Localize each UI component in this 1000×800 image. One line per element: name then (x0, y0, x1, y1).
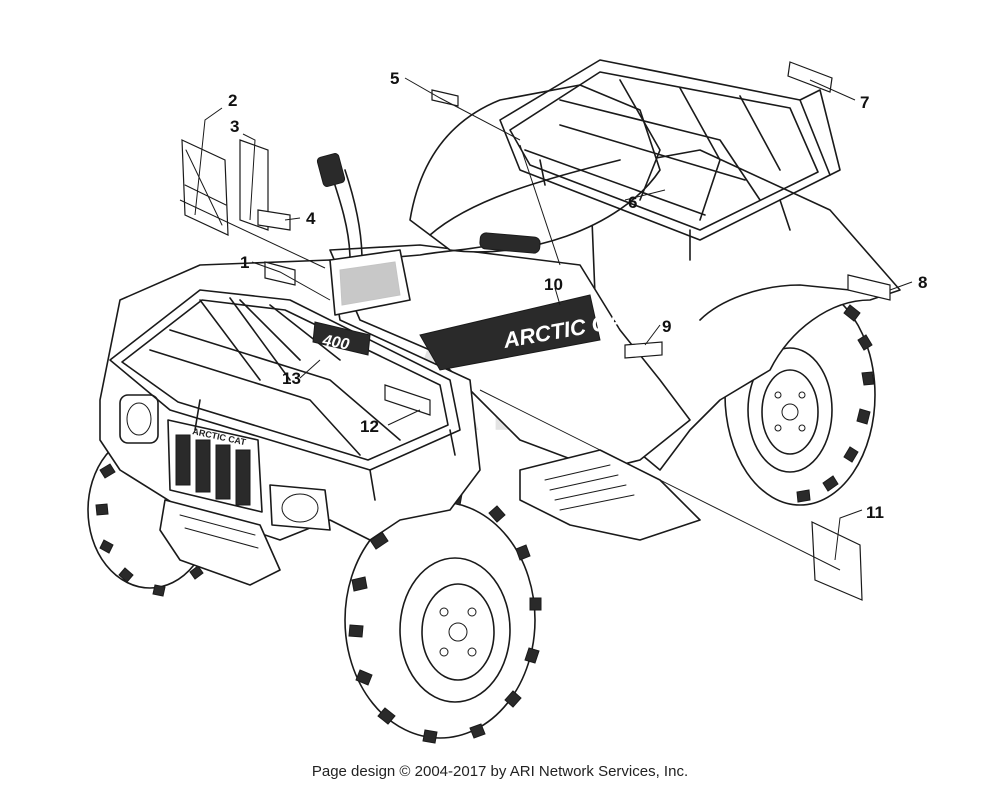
callout-4: 4 (306, 209, 316, 228)
decal-9-shape (624, 341, 663, 359)
decal-8-shape (847, 274, 891, 301)
headlight-right (269, 484, 331, 531)
handlebar (316, 153, 541, 316)
front-grille: ARCTIC CAT (167, 419, 263, 513)
callout-6: 6 (628, 193, 637, 212)
leader-lines (179, 77, 913, 571)
callout-5: 5 (390, 69, 399, 88)
decal-2-shape (181, 139, 229, 236)
copyright-footer: Page design © 2004-2017 by ARI Network S… (311, 763, 689, 780)
model-400-text: 400 (320, 332, 350, 354)
callout-11: 11 (866, 503, 884, 522)
model-400-badge: 400 (312, 321, 371, 356)
callout-8: 8 (918, 273, 927, 292)
decal-3-shape (239, 139, 269, 231)
decal-1-shape (264, 261, 296, 286)
rear-rack (499, 59, 841, 261)
callout-13: 13 (282, 369, 301, 388)
callout-9: 9 (662, 317, 671, 336)
callout-12: 12 (360, 417, 379, 436)
decal-7-shape (787, 61, 833, 93)
front-rack (109, 289, 461, 501)
decal-12-shape (384, 384, 431, 416)
front-bumper (159, 499, 281, 586)
decal-11-shape (811, 521, 863, 601)
callout-10: 10 (544, 275, 563, 294)
decal-4-shape (257, 209, 291, 231)
callout-3: 3 (230, 117, 239, 136)
floorboard (519, 449, 701, 541)
callout-2: 2 (228, 91, 237, 110)
decal-5-shape (431, 89, 459, 107)
front-right-wheel (344, 490, 542, 744)
headlight-left (119, 394, 159, 444)
callout-1: 1 (240, 253, 249, 272)
callout-7: 7 (860, 93, 869, 112)
